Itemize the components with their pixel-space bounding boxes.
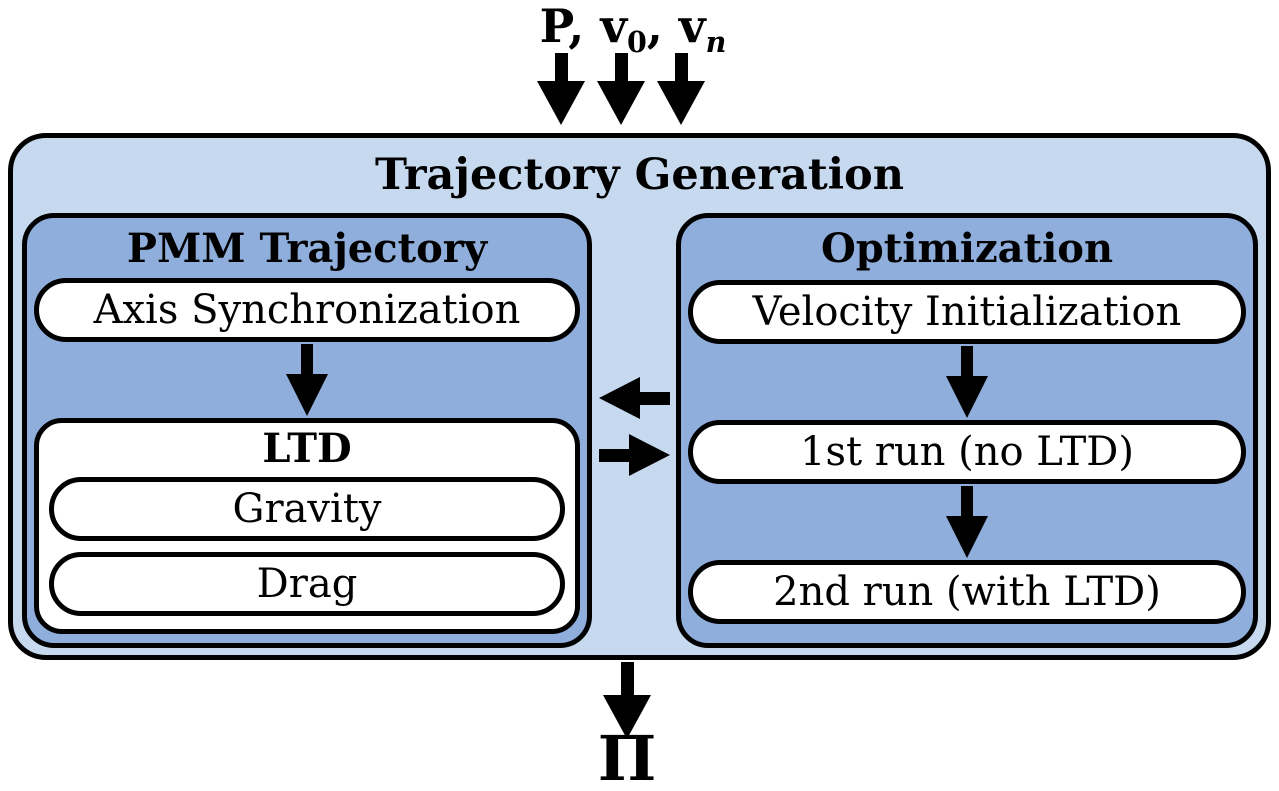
arrow-head [286, 374, 328, 416]
arrow-tail [614, 53, 628, 81]
arrow-down-icon [946, 486, 988, 558]
arrow-down-icon [603, 662, 651, 739]
first-run-node: 1st run (no LTD) [688, 420, 1246, 484]
input-var-v0-base: v [600, 0, 628, 53]
ltd-title: LTD [262, 425, 352, 472]
arrow-down-icon [286, 344, 328, 416]
velocity-initialization-node: Velocity Initialization [688, 280, 1246, 344]
input-var-vn-base: v [678, 0, 706, 53]
input-var-vn: vn [678, 0, 726, 59]
arrow-tail [554, 53, 568, 81]
arrow-tail [599, 448, 629, 462]
trajectory-generation-box: Trajectory Generation PMM Trajectory Axi… [8, 133, 1271, 660]
arrow-down-icon [946, 346, 988, 418]
input-arrows-group [537, 53, 705, 125]
arrow-tail [961, 486, 973, 516]
optimization-title: Optimization [820, 225, 1114, 272]
gravity-node: Gravity [49, 477, 565, 541]
arrow-head [599, 377, 640, 419]
input-var-vn-subscript: n [705, 25, 727, 60]
input-var-v0: v0 [600, 0, 647, 59]
arrow-right-icon [599, 434, 670, 476]
arrow-head [946, 376, 988, 418]
arrow-head [657, 81, 705, 125]
optimization-flow-connector [688, 344, 1246, 420]
arrow-tail [674, 53, 688, 81]
separator-comma: , [646, 0, 679, 53]
pmm-flow-connector [34, 342, 580, 418]
axis-synchronization-node: Axis Synchronization [34, 278, 580, 342]
arrow-tail [961, 346, 973, 376]
drag-node: Drag [49, 552, 565, 616]
arrow-head [629, 434, 670, 476]
arrow-down-icon [597, 53, 645, 125]
trajectory-generation-title: Trajectory Generation [375, 150, 904, 200]
arrow-down-icon [537, 53, 585, 125]
arrow-tail [301, 344, 313, 374]
input-var-p: P [539, 0, 569, 53]
arrow-left-icon [599, 377, 670, 419]
separator-comma: , [568, 0, 601, 53]
second-run-node: 2nd run (with LTD) [688, 560, 1246, 624]
arrow-head [537, 81, 585, 125]
optimization-panel: Optimization Velocity Initialization 1st… [676, 213, 1258, 648]
input-variables-label: P, v0, vn [433, 0, 833, 59]
ltd-box: LTD Gravity Drag [34, 418, 580, 634]
arrow-tail [620, 662, 634, 695]
arrow-tail [640, 391, 670, 405]
arrow-head [946, 516, 988, 558]
optimization-flow-connector [688, 484, 1246, 560]
pmm-trajectory-panel: PMM Trajectory Axis Synchronization LTD … [22, 213, 592, 648]
pmm-trajectory-title: PMM Trajectory [126, 225, 488, 272]
arrow-head [597, 81, 645, 125]
output-pi-label: Π [597, 722, 657, 791]
arrow-down-icon [657, 53, 705, 125]
arrow-head [603, 695, 651, 739]
input-var-v0-subscript: 0 [627, 25, 647, 60]
